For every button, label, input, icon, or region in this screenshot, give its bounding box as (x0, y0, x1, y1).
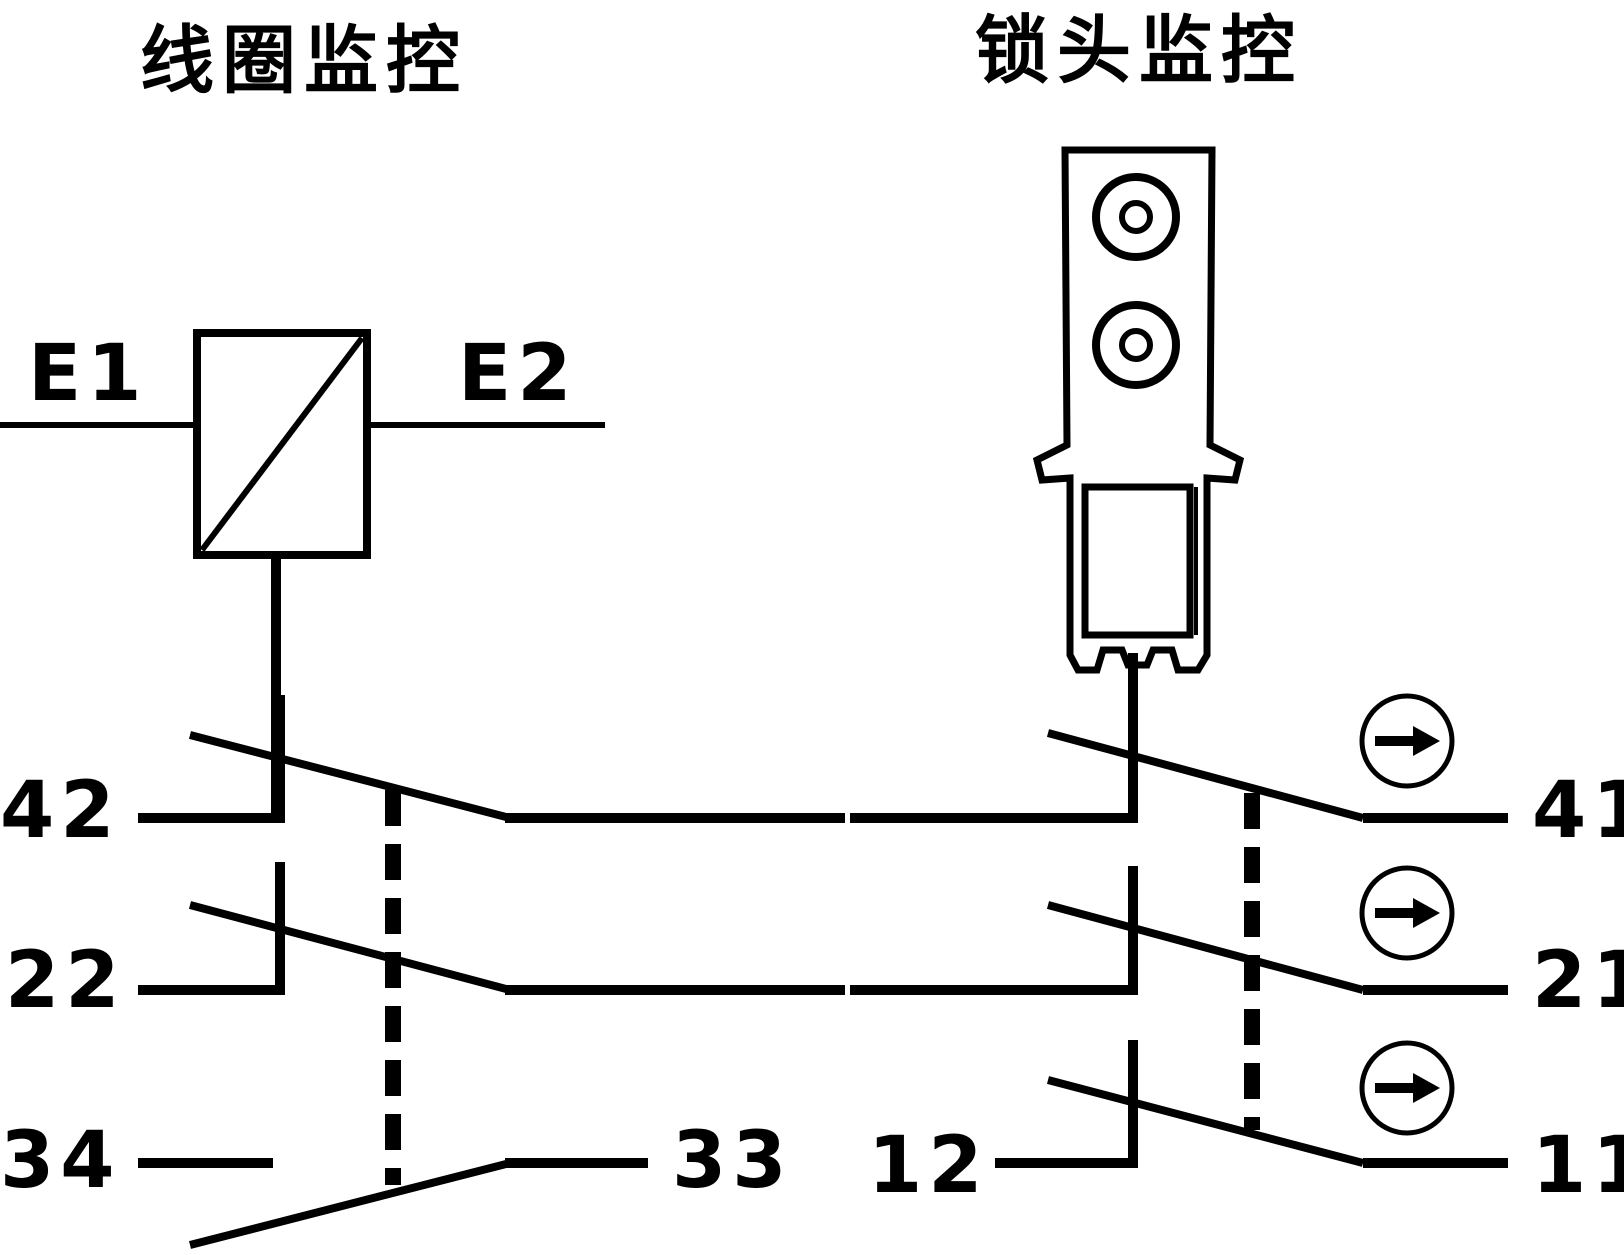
contact-row-42-41 (138, 693, 1508, 823)
wire-22-right (850, 866, 1138, 995)
coil-diagonal (199, 336, 365, 552)
actuator-window (1081, 483, 1194, 639)
contact-41-blade (1046, 729, 1365, 822)
terminal-22-label: 22 (5, 936, 126, 1026)
actuator-outline (1032, 146, 1245, 674)
contact-12-bracket (995, 1040, 1138, 1168)
terminal-e2-label: E2 (458, 329, 578, 419)
lock-monitoring-title: 锁头监控 (975, 8, 1303, 94)
positive-opening-arrow-head-11 (1413, 1073, 1440, 1103)
contact-21-blade (1046, 901, 1365, 994)
contact-11-blade (1046, 1076, 1365, 1167)
contact-22-bracket (138, 862, 285, 995)
terminal-12-label: 12 (868, 1121, 989, 1211)
positive-opening-circle-21 (1359, 865, 1455, 961)
actuator-hole-inner-top (1119, 200, 1153, 234)
coil-monitoring-title: 线圈监控 (140, 18, 468, 104)
contact-42-bracket (138, 695, 285, 823)
contact-33-blade (189, 1159, 511, 1249)
contact-row-12-11 (995, 1040, 1508, 1168)
contact-row-34-33 (138, 1158, 648, 1249)
terminal-21-label: 21 (1532, 936, 1624, 1026)
actuator-hole-inner-bottom (1119, 328, 1153, 362)
terminal-34-label: 34 (0, 1116, 121, 1206)
contact-22-blade (188, 901, 512, 994)
actuator-hole-outer-top (1092, 173, 1180, 261)
positive-opening-circle-41 (1359, 693, 1455, 789)
actuator-tongue-icon (1032, 146, 1245, 823)
terminal-33-label: 33 (672, 1116, 793, 1206)
terminal-e1-label: E1 (28, 329, 148, 419)
positive-opening-circle-11 (1359, 1040, 1455, 1136)
terminal-42-label: 42 (0, 766, 121, 856)
contact-42-blade (188, 731, 512, 822)
terminal-41-label: 41 (1532, 766, 1624, 856)
terminal-11-label: 11 (1532, 1121, 1624, 1211)
contact-row-22-21 (138, 862, 1508, 995)
positive-opening-arrow-head-41 (1413, 726, 1440, 756)
actuator-hole-outer-bottom (1092, 301, 1180, 389)
coil-box (193, 329, 371, 559)
positive-opening-arrow-head-21 (1413, 898, 1440, 928)
